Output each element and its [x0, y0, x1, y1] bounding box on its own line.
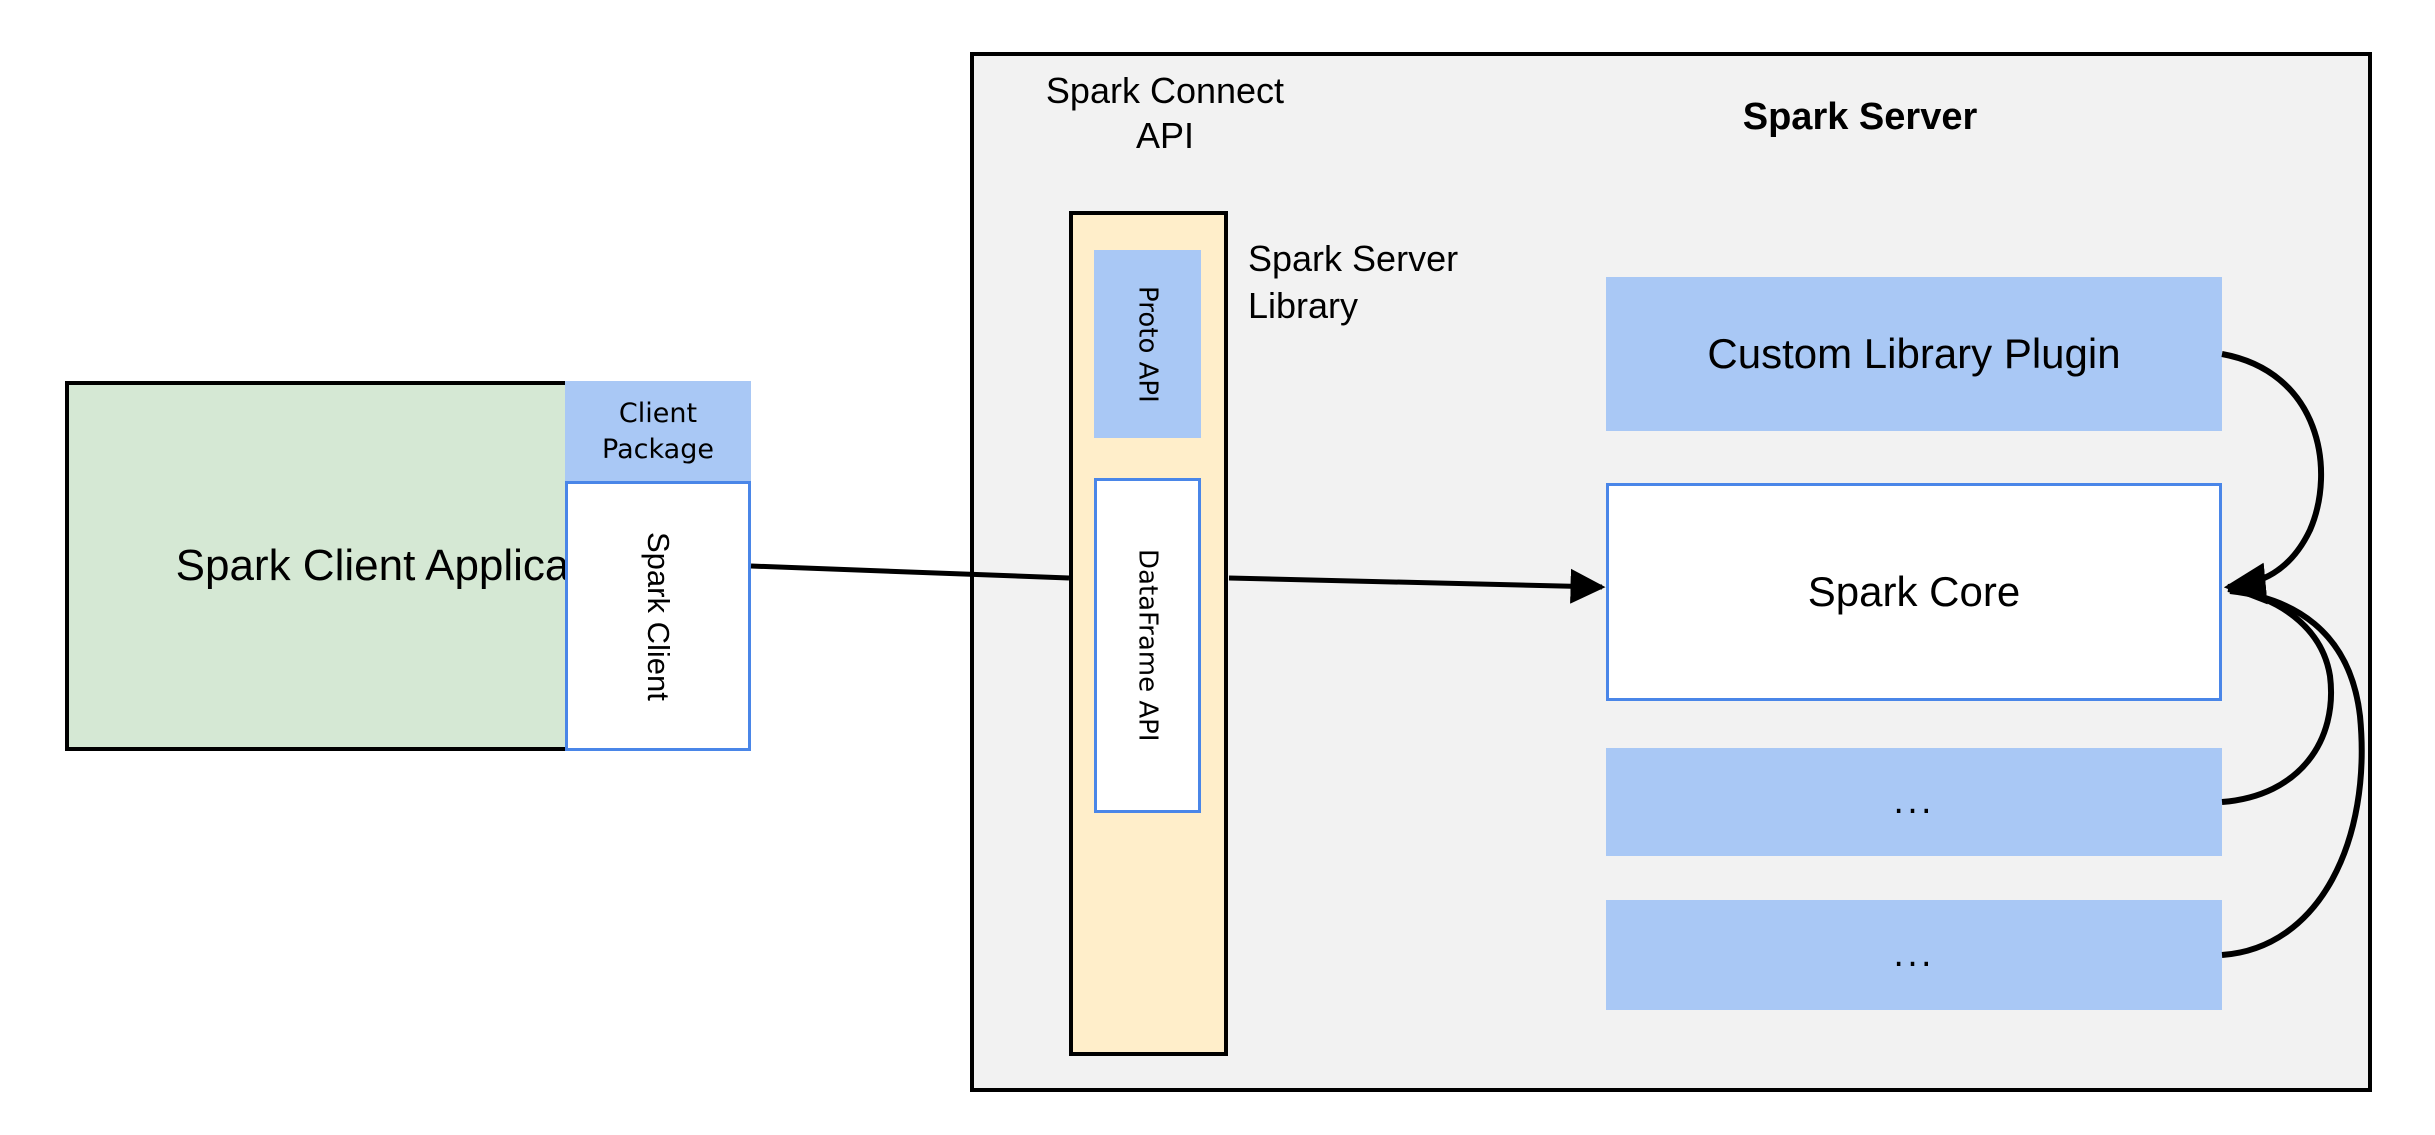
- ellipsis-box-2: ...: [1606, 900, 2222, 1010]
- spark-client-label: Spark Client: [641, 531, 676, 701]
- custom-library-plugin-box: Custom Library Plugin: [1606, 277, 2222, 431]
- client-package-label: Client Package: [602, 398, 714, 465]
- proto-api-box: Proto API: [1094, 250, 1201, 438]
- spark-core-label: Spark Core: [1807, 568, 2021, 615]
- proto-api-label: Proto API: [1132, 285, 1163, 403]
- dataframe-api-box: DataFrame API: [1094, 478, 1201, 813]
- spark-connect-api-label: Spark Connect API: [1045, 70, 1285, 156]
- spark-server-title: Spark Server: [1742, 96, 1978, 138]
- ellipsis-box-1-label: ...: [1893, 782, 1935, 822]
- ellipsis-box-1: ...: [1606, 748, 2222, 856]
- client-package-box: Client Package: [565, 381, 751, 482]
- spark-client-application-label: Spark Client Application: [175, 541, 641, 591]
- dataframe-api-label: DataFrame API: [1132, 549, 1163, 742]
- spark-core-box: Spark Core: [1606, 483, 2222, 701]
- ellipsis-box-2-label: ...: [1893, 935, 1935, 975]
- spark-server-library-label: Spark Server Library: [1248, 238, 1459, 326]
- custom-library-plugin-label: Custom Library Plugin: [1707, 330, 2121, 377]
- spark-client-box: Spark Client: [565, 481, 751, 751]
